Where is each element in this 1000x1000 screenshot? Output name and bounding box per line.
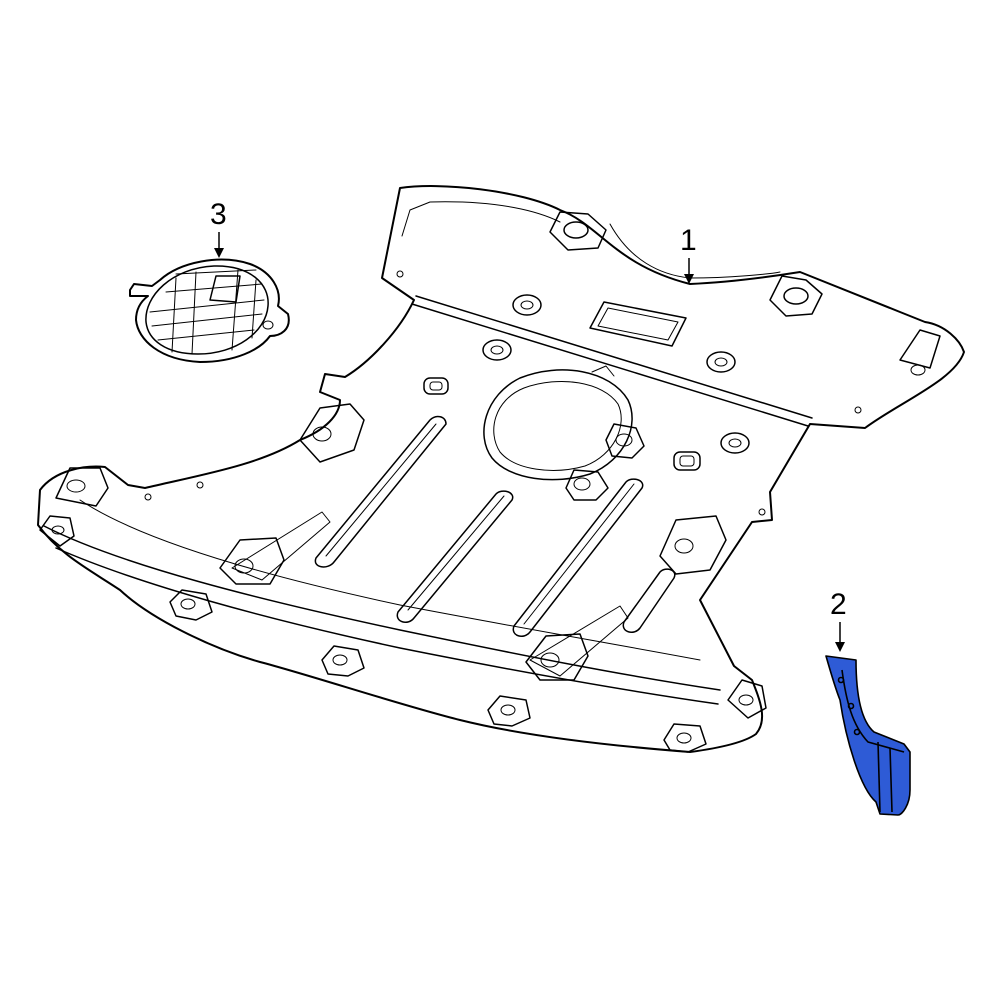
front-tab-7 <box>727 679 767 719</box>
part-2-bracket-highlighted <box>825 655 911 816</box>
boss-oval-bottom <box>565 469 609 501</box>
grommet-6 <box>673 451 701 471</box>
oval-access-cover <box>483 365 633 481</box>
callout-1: 1 <box>680 224 697 284</box>
boss-front-right <box>659 515 727 575</box>
front-tab-2 <box>39 515 75 547</box>
boss-top-left <box>549 211 607 251</box>
boss-right-corner <box>899 329 941 376</box>
grommet-5 <box>423 377 449 395</box>
callout-2: 2 <box>830 588 847 652</box>
part-3-grille-cover <box>129 258 290 363</box>
front-tab-3 <box>169 589 213 621</box>
callout-3-label: 3 <box>210 198 227 231</box>
callout-1-label: 1 <box>680 224 697 257</box>
grommet-1 <box>512 294 542 316</box>
rib-3 <box>512 478 644 637</box>
front-tab-6 <box>663 723 707 753</box>
boss-oval-right <box>605 423 645 459</box>
grommet-2 <box>482 339 512 361</box>
callout-2-label: 2 <box>830 588 847 621</box>
rib-4 <box>622 568 676 633</box>
grommet-3 <box>706 351 736 373</box>
rib-2 <box>396 490 514 623</box>
front-tab-1 <box>55 467 109 507</box>
rib-1 <box>314 415 447 568</box>
callout-3: 3 <box>210 198 227 258</box>
front-tab-5 <box>487 695 531 727</box>
boss-front-mid-left <box>219 537 285 585</box>
grommet-4 <box>720 432 750 454</box>
boss-front-mid-right <box>525 633 589 681</box>
boss-front-left <box>299 403 365 463</box>
front-tab-4 <box>321 645 365 677</box>
boss-top-right <box>769 275 823 317</box>
part-1-splash-shield <box>37 185 965 753</box>
